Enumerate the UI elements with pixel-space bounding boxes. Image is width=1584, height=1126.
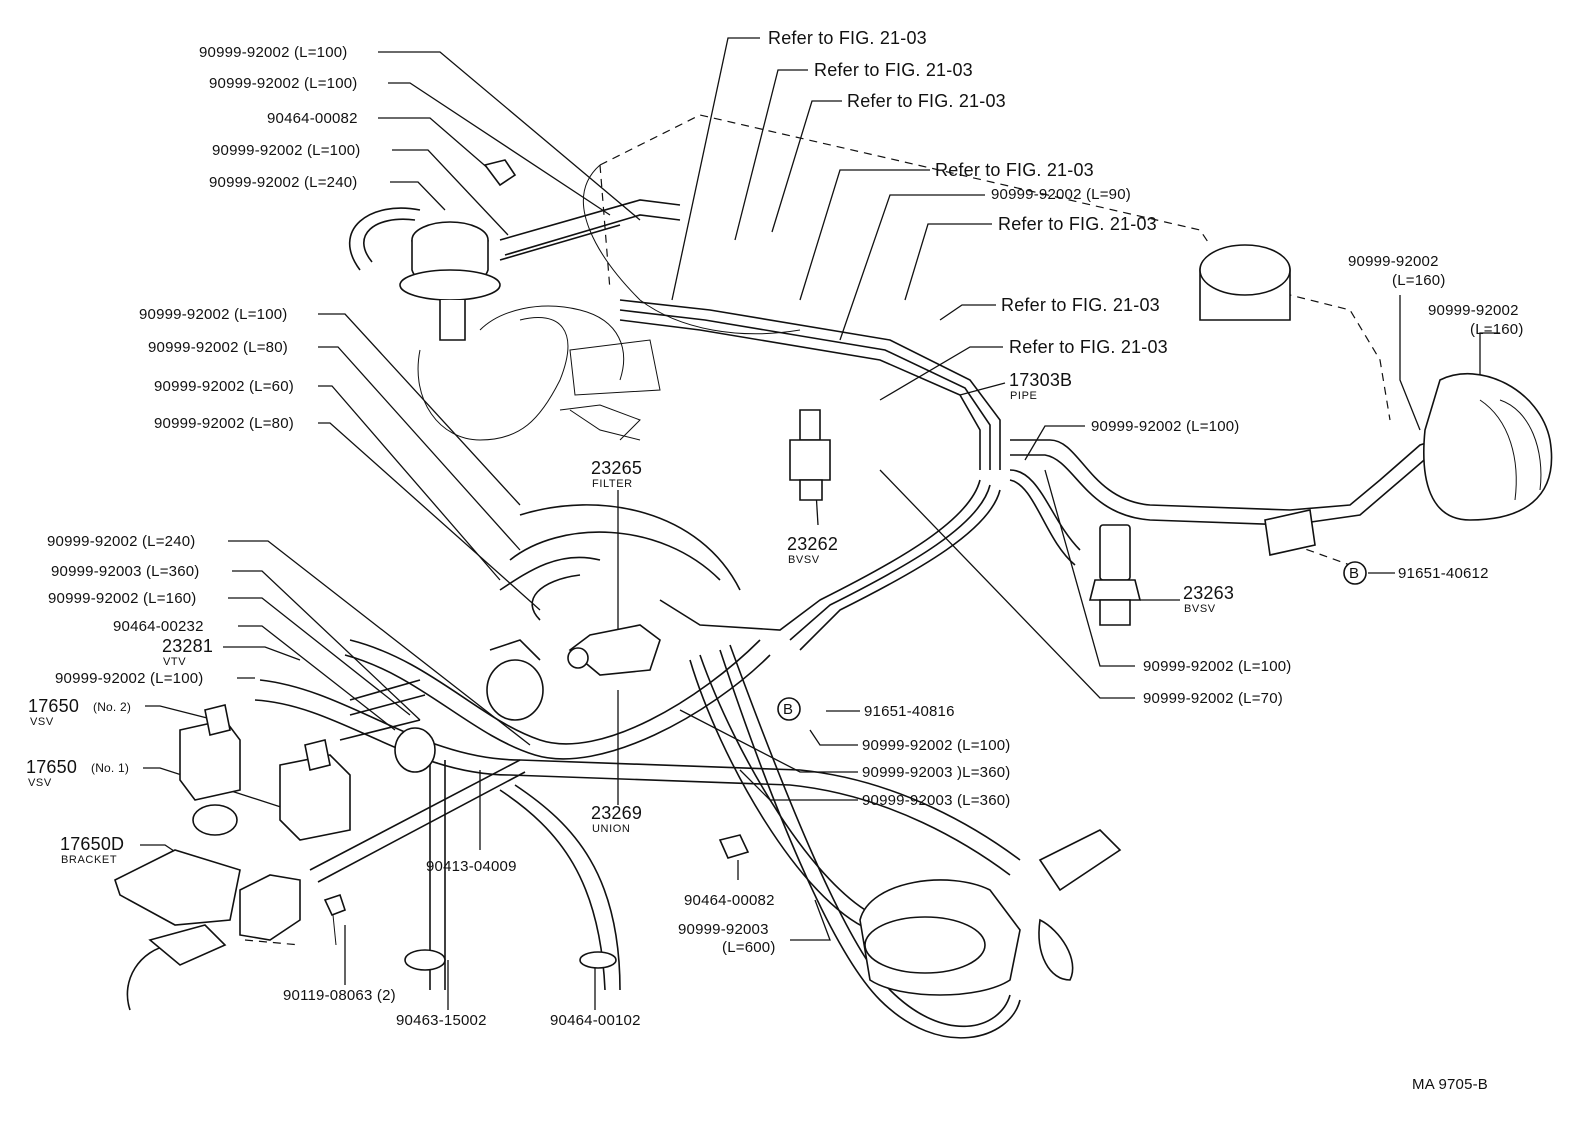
circle-b-mid: B (783, 701, 794, 718)
union-part-name: UNION (592, 823, 631, 835)
clip-label-bottom: 90464-00102 (550, 1012, 641, 1029)
filter-part-number: 23265 (591, 458, 643, 478)
hose-label-tl-3: 90999-92002 (L=100) (212, 142, 361, 159)
refer-label-4: Refer to FIG. 21-03 (935, 160, 1094, 180)
clip-label-tl: 90464-00082 (267, 110, 358, 127)
bolt-label-bottom: 90119-08063 (2) (283, 987, 396, 1004)
pipe-part-number: 17303B (1009, 370, 1073, 390)
hose-label-600: 90999-92003 (678, 921, 769, 938)
hose-label-m-100: 90999-92002 (L=100) (862, 737, 1011, 754)
hose-label-mid-90: 90999-92002 (L=90) (991, 186, 1131, 203)
filter-part-name: FILTER (592, 478, 633, 490)
hose-label-ll-160: 90999-92002 (L=160) (48, 590, 197, 607)
dashed-references (244, 114, 1391, 946)
hose-label-600-length: (L=600) (722, 939, 776, 956)
hose-label-r-100b: 90999-92002 (L=100) (1143, 658, 1292, 675)
hose-label-m-360a: 90999-92003 )L=360) (862, 764, 1011, 781)
vsv-no2-tag: (No. 2) (93, 700, 132, 714)
bracket-part-name: BRACKET (61, 854, 118, 866)
vsv-no2-number: 17650 (28, 696, 80, 716)
hose-label-r-100a: 90999-92002 (L=100) (1091, 418, 1240, 435)
hose-label-tl-4: 90999-92002 (L=240) (209, 174, 358, 191)
clip-label-ll: 90464-00232 (113, 618, 204, 635)
bolt-label-right: 91651-40612 (1398, 565, 1489, 582)
hose-label-r-1-length: (L=160) (1392, 272, 1446, 289)
bvsv-23263-name: BVSV (1184, 603, 1216, 615)
vsv-no1-name: VSV (28, 777, 52, 789)
hose-label-r-70: 90999-92002 (L=70) (1143, 690, 1283, 707)
clip-label-mid: 90464-00082 (684, 892, 775, 909)
bvsv-23262-number: 23262 (787, 534, 839, 554)
tee-label: 90413-04009 (426, 858, 517, 875)
hose-label-tl-1: 90999-92002 (L=100) (199, 44, 348, 61)
vtv-part-number: 23281 (162, 636, 214, 656)
hose-label-r-2: 90999-92002 (1428, 302, 1519, 319)
hose-label-ml-1: 90999-92002 (L=100) (139, 306, 288, 323)
vsv-no2-name: VSV (30, 716, 54, 728)
bvsv-23262-name: BVSV (788, 554, 820, 566)
union-part-number: 23269 (591, 803, 643, 823)
hose-label-ll-240: 90999-92002 (L=240) (47, 533, 196, 550)
hose-label-ll-360: 90999-92003 (L=360) (51, 563, 200, 580)
hose-label-r-1: 90999-92002 (1348, 253, 1439, 270)
refer-label-3: Refer to FIG. 21-03 (847, 91, 1006, 111)
vsv-no1-tag: (No. 1) (91, 761, 130, 775)
refer-label-1: Refer to FIG. 21-03 (768, 28, 927, 48)
circle-b-right: B (1349, 565, 1360, 582)
figure-code: MA 9705-B (1412, 1076, 1489, 1093)
hose-label-m-360b: 90999-92003 (L=360) (862, 792, 1011, 809)
hose-label-ml-2: 90999-92002 (L=80) (148, 339, 288, 356)
pipe-part-name: PIPE (1010, 390, 1038, 402)
hose-label-ml-3: 90999-92002 (L=60) (154, 378, 294, 395)
hose-label-ll-100: 90999-92002 (L=100) (55, 670, 204, 687)
refer-label-7: Refer to FIG. 21-03 (1009, 337, 1168, 357)
engine-outline (417, 164, 801, 441)
refer-label-6: Refer to FIG. 21-03 (1001, 295, 1160, 315)
bracket-part-number: 17650D (60, 834, 125, 854)
refer-label-5: Refer to FIG. 21-03 (998, 214, 1157, 234)
leader-lines (140, 37, 1500, 1010)
bolt-label-mid: 91651-40816 (864, 703, 955, 720)
vsv-no1-number: 17650 (26, 757, 78, 777)
bvsv-23263-number: 23263 (1183, 583, 1235, 603)
refer-label-2: Refer to FIG. 21-03 (814, 60, 973, 80)
components (114, 159, 1553, 1011)
hose-label-r-2-length: (L=160) (1470, 321, 1524, 338)
hose-label-ml-4: 90999-92002 (L=80) (154, 415, 294, 432)
clamp-label-bottom: 90463-15002 (396, 1012, 487, 1029)
vtv-part-name: VTV (163, 656, 187, 668)
hose-label-tl-2: 90999-92002 (L=100) (209, 75, 358, 92)
